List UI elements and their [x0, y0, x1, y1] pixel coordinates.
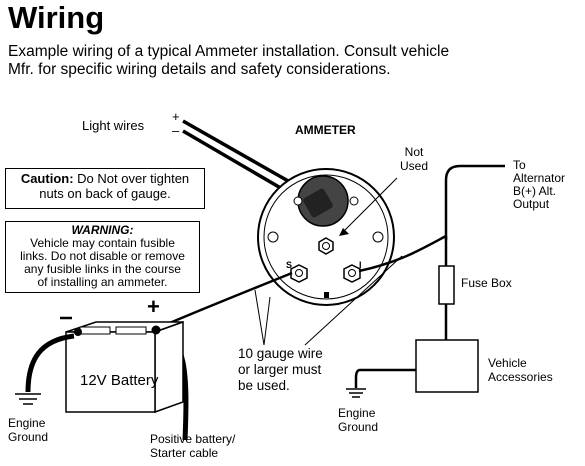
ammeter-gauge [257, 168, 395, 306]
terminal-i-label: I [359, 260, 362, 270]
terminal-i-icon [343, 264, 361, 283]
engine-ground-label: Engine Ground [8, 416, 49, 444]
ammeter-label: AMMETER [295, 123, 356, 137]
positive-cable-label: Positive battery/ Starter cable [150, 432, 236, 460]
vehicle-accessories-box [415, 339, 479, 393]
not-used-label: Not Used [400, 145, 429, 173]
mount-hole-icon [267, 231, 279, 243]
light-wire-plus-label: + [172, 109, 180, 124]
center-stud-icon [318, 237, 334, 255]
intro-line: Mfr. for specific wiring details and saf… [8, 61, 391, 78]
mount-hole-icon [372, 231, 384, 243]
mount-hole-icon [293, 196, 303, 206]
arrow-head-icon [339, 228, 349, 236]
warning-line: Vehicle may contain fusible [30, 236, 175, 250]
intro-line: Example wiring of a typical Ammeter inst… [8, 43, 450, 60]
terminal-s-label: S [286, 260, 293, 270]
caution-box: Caution: Do Not over tighten nuts on bac… [5, 168, 205, 209]
fuse-box-icon [438, 265, 455, 305]
warning-line: of installing an ammeter. [37, 275, 168, 289]
battery-icon [65, 320, 184, 414]
wire-to-alternator [444, 164, 505, 240]
gauge-wire-note: 10 gauge wire or larger must be used. [238, 346, 323, 393]
vehicle-accessories-label: Vehicle Accessories [488, 356, 553, 384]
battery-positive-terminal [151, 325, 161, 335]
warning-heading: WARNING: [71, 223, 134, 237]
gauge-inner-ring [263, 174, 389, 300]
caution-line: Do Not over tighten [77, 171, 190, 186]
light-wires-label: Light wires [82, 118, 145, 133]
engine-ground-label: Engine Ground [338, 406, 379, 434]
warning-line: links. Do not disable or remove [20, 249, 185, 263]
to-alternator-label: To Alternator B(+) Alt. Output [513, 158, 566, 211]
mount-hole-icon [349, 196, 359, 206]
wire-s-to-battery [164, 271, 293, 327]
light-wire-minus-label: – [172, 123, 180, 138]
warning-line: any fusible links in the course [24, 262, 181, 276]
caution-line: nuts on back of gauge. [39, 186, 171, 201]
negative-ground-cable [25, 333, 75, 393]
battery-negative-terminal [74, 328, 82, 336]
page-title: Wiring [8, 0, 105, 35]
battery-plus-label: + [147, 294, 160, 319]
gauge-note-leader [254, 289, 265, 346]
caution-heading: Caution: [20, 171, 74, 186]
intro-text: Example wiring of a typical Ammeter inst… [8, 43, 449, 79]
warning-box: WARNING: Vehicle may contain fusible lin… [5, 221, 200, 293]
terminal-s-icon [290, 264, 308, 283]
battery-label: 12V Battery [80, 372, 159, 389]
wire-i-to-junction [358, 234, 447, 273]
fuse-box-label: Fuse Box [461, 276, 512, 290]
wire-accessories-ground [354, 368, 416, 388]
gauge-key-notch [324, 292, 329, 298]
not-used-leader [342, 177, 398, 233]
light-socket-bulb-icon [303, 188, 333, 218]
